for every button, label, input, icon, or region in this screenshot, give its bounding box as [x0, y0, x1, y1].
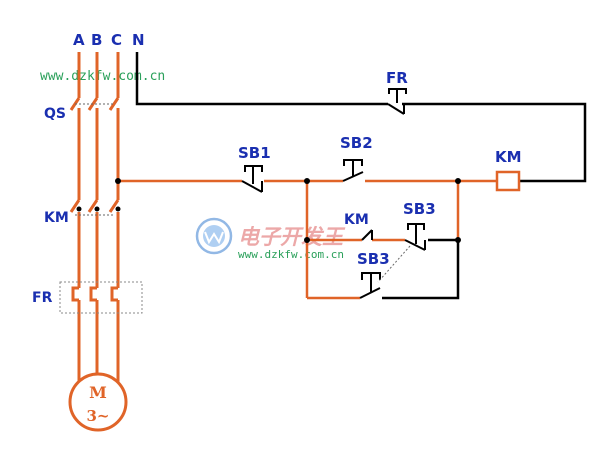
- sb3-top-label: SB3: [403, 200, 436, 218]
- control-wires: [118, 179, 497, 300]
- km-main-label: KM: [44, 210, 69, 226]
- watermark-logo: [195, 217, 233, 255]
- control-junctions: [115, 178, 461, 243]
- fr-nc-contact: [387, 88, 407, 115]
- fr-heater-elements: [71, 286, 118, 302]
- qs-label: QS: [44, 106, 66, 122]
- motor-phase: 3~: [86, 407, 109, 425]
- phase-label-a: A: [73, 31, 85, 49]
- km-aux-label: KM: [344, 212, 369, 228]
- main-power-wires: [77, 52, 120, 372]
- phase-label-n: N: [132, 31, 145, 49]
- sb2-label: SB2: [340, 134, 373, 152]
- fr-to-coil-wire: [402, 102, 587, 183]
- sb3-return-wire: [382, 238, 460, 300]
- sb3-linkage: [377, 245, 411, 283]
- motor-circle: [68, 372, 128, 432]
- sb2-start-button: [342, 159, 364, 182]
- watermark-url-top: www.dzkfw.com.cn: [40, 69, 165, 84]
- watermark-cn-text: 电子开发王: [238, 225, 346, 249]
- neutral-wire: [135, 52, 388, 106]
- fr-ctrl-label: FR: [386, 69, 408, 87]
- km-coil: [495, 170, 521, 192]
- motor-letter: M: [89, 383, 107, 402]
- sb1-stop-button: [241, 165, 263, 193]
- sb3-no-contact: [359, 272, 381, 299]
- watermark-url-mid: www.dzkfw.com.cn: [238, 248, 344, 261]
- km-contact-dots: [76, 206, 121, 212]
- sb3-nc-contact: [404, 223, 426, 251]
- phase-label-b: B: [91, 31, 102, 49]
- fr-main-label: FR: [32, 290, 53, 306]
- phase-label-c: C: [111, 31, 122, 49]
- sb1-label: SB1: [238, 144, 271, 162]
- fr-thermal-box: [59, 281, 143, 314]
- km-coil-label: KM: [495, 148, 522, 166]
- km-main-contacts: [69, 199, 120, 213]
- sb3-bottom-label: SB3: [357, 250, 390, 268]
- km-aux-contact: [361, 229, 373, 241]
